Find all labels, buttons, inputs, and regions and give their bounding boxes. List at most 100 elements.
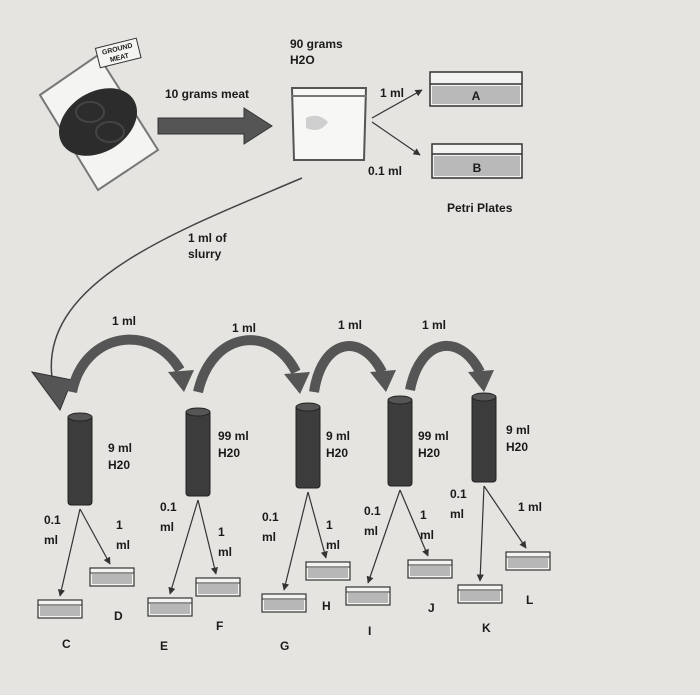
tube-group-1: 9 ml H20 0.1 ml 1 mlC D — [37, 412, 135, 651]
petri-plate-h: H — [305, 561, 351, 613]
transfer-label-1: 1 ml — [112, 314, 136, 328]
plate-letter-label: F — [216, 619, 223, 633]
petri-plate-i: I — [345, 586, 391, 638]
petri-plate-k: K — [457, 584, 503, 635]
right-transfer-label: 1 — [420, 508, 427, 522]
transfer-arc-2 — [193, 335, 310, 394]
petri-plate-c: C — [37, 599, 83, 651]
tube-opening — [67, 412, 93, 422]
plate-letter-label: H — [322, 599, 331, 613]
water-amount-line-2: H2O — [290, 53, 315, 67]
petri-plate-b: B — [431, 143, 523, 179]
petri-plates-label: Petri Plates — [447, 201, 513, 215]
transfer-arrow-right — [483, 485, 527, 549]
transfer-arc-3 — [309, 341, 396, 393]
left-transfer-label: ml — [262, 530, 276, 544]
left-transfer-label: 0.1 — [44, 513, 61, 527]
meat-amount-label: 10 grams meat — [165, 87, 249, 101]
petri-plate-f: F — [195, 577, 241, 633]
petri-plate-a: A — [429, 71, 523, 107]
petri-plate-d: D — [89, 567, 135, 623]
right-transfer-label: ml — [326, 538, 340, 552]
meat-to-bag-arrow — [157, 107, 273, 145]
right-transfer-label: ml — [218, 545, 232, 559]
plate-letter-label: L — [526, 593, 533, 607]
left-transfer-label: ml — [450, 507, 464, 521]
tube-opening — [185, 407, 211, 417]
plate-letter-label: I — [368, 624, 371, 638]
tube-opening — [471, 392, 497, 402]
right-transfer-label: 1 — [326, 518, 333, 532]
tube-volume-label: H20 — [108, 458, 130, 472]
water-bag-icon — [290, 87, 368, 161]
tube-volume-label: H20 — [506, 440, 528, 454]
transfer-arrow-left — [366, 489, 401, 584]
transfer-arrow-right — [197, 499, 218, 575]
tube-volume-label: 99 ml — [418, 429, 449, 443]
dilution-tubes: 9 ml H20 0.1 ml 1 mlC D 99 ml H20 0.1 ml 1 mlE F 9 ml H… — [37, 392, 551, 653]
transfer-label-4: 1 ml — [422, 318, 446, 332]
plate-letter-label: E — [160, 639, 168, 653]
plate-b-label: B — [473, 161, 482, 175]
left-transfer-label: 0.1 — [364, 504, 381, 518]
bag-to-plate-b-arrow — [371, 121, 421, 156]
tube-group-5: 9 ml H20 0.1 ml 1 ml K L — [450, 392, 551, 635]
transfer-arrow-left — [476, 485, 485, 582]
tube-opening — [295, 402, 321, 412]
tube-volume-label: 9 ml — [506, 423, 530, 437]
petri-plate-j: J — [407, 559, 453, 615]
plate-a-label: A — [472, 89, 481, 103]
left-transfer-label: ml — [160, 520, 174, 534]
slurry-transfer-curve — [50, 177, 303, 379]
slurry-label-line-1: 1 ml of — [188, 231, 228, 245]
slurry-arrowhead — [30, 371, 73, 412]
transfer-arrow-left — [168, 499, 199, 595]
test-tube — [295, 404, 321, 489]
ground-meat-package: GROUND MEAT — [38, 37, 160, 192]
transfer-to-b-label: 0.1 ml — [368, 164, 402, 178]
transfer-label-3: 1 ml — [338, 318, 362, 332]
tube-volume-label: H20 — [326, 446, 348, 460]
transfer-arrow-right — [79, 508, 111, 565]
test-tube — [471, 394, 497, 483]
left-transfer-label: ml — [364, 524, 378, 538]
test-tube — [67, 414, 93, 506]
transfer-arrow-left — [282, 491, 309, 591]
tube-group-4: 99 ml H20 0.1 ml 1 mlI J — [345, 395, 453, 638]
slurry-label-line-2: slurry — [188, 247, 222, 261]
transfer-arrow-right — [399, 489, 429, 557]
transfer-label-2: 1 ml — [232, 321, 256, 335]
transfer-to-a-label: 1 ml — [380, 86, 404, 100]
petri-plate-l: L — [505, 551, 551, 607]
left-transfer-label: ml — [44, 533, 58, 547]
plate-letter-label: J — [428, 601, 435, 615]
bag-to-plate-a-arrow — [371, 89, 423, 119]
right-transfer-label: 1 — [116, 518, 123, 532]
plate-letter-label: C — [62, 637, 71, 651]
plate-letter-label: D — [114, 609, 123, 623]
right-transfer-label: ml — [116, 538, 130, 552]
plate-letter-label: G — [280, 639, 289, 653]
meat-label-sticker: GROUND MEAT — [94, 37, 142, 69]
tube-volume-label: 9 ml — [326, 429, 350, 443]
tube-opening — [387, 395, 413, 405]
water-amount-line-1: 90 grams — [290, 37, 343, 51]
test-tube — [185, 409, 211, 497]
transfer-arrow-right — [307, 491, 328, 559]
petri-plate-e: E — [147, 597, 193, 653]
petri-plate-g: G — [261, 593, 307, 653]
tube-volume-label: H20 — [418, 446, 440, 460]
left-transfer-label: 0.1 — [160, 500, 177, 514]
right-transfer-label: ml — [420, 528, 434, 542]
package-label-line-2: MEAT — [109, 52, 130, 64]
left-transfer-label: 0.1 — [450, 487, 467, 501]
transfer-arrow-left — [57, 508, 81, 597]
transfer-arc-1 — [67, 334, 194, 394]
right-transfer-label: 1 ml — [518, 500, 542, 514]
tube-volume-label: H20 — [218, 446, 240, 460]
tube-volume-label: 9 ml — [108, 441, 132, 455]
